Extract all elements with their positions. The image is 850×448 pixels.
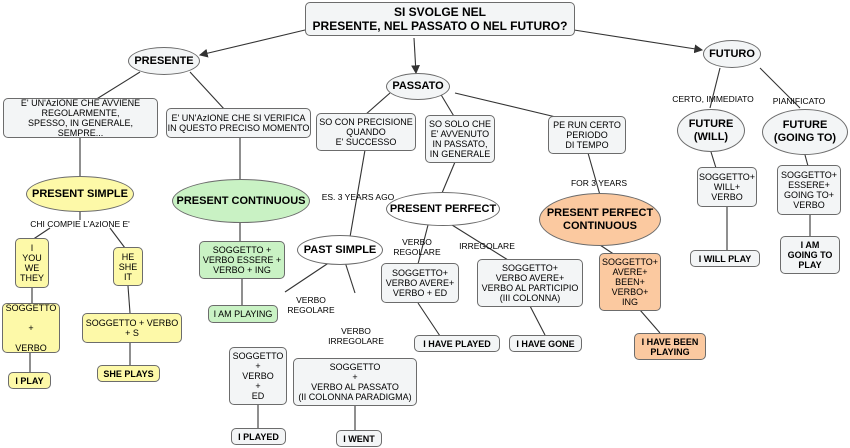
example-she-plays: SHE PLAYS bbox=[97, 365, 160, 382]
label-verbo-irregolare-past: VERBO IRREGOLARE bbox=[328, 326, 384, 346]
present-simple-node: PRESENT SIMPLE bbox=[26, 176, 134, 212]
title-node: SI SVOLGE NEL PRESENTE, NEL PASSATO O NE… bbox=[305, 2, 575, 36]
rule-present-perfect-irregular: SOGGETTO+ VERBO AVERE+ VERBO AL PARTICIP… bbox=[477, 259, 583, 307]
passato-definition-period: PE RUN CERTO PERIODO DI TEMPO bbox=[548, 116, 626, 154]
present-continuous-node: PRESENT CONTINUOUS bbox=[172, 179, 310, 223]
rule-present-continuous: SOGGETTO + VERBO ESSERE + VERBO + ING bbox=[199, 241, 285, 279]
example-i-play: I PLAY bbox=[8, 372, 51, 389]
rule-present-perfect-regular: SOGGETTO+ VERBO AVERE+ VERBO + ED bbox=[381, 263, 459, 303]
label-irregolare-perfect: IRREGOLARE bbox=[459, 241, 515, 251]
futuro-node: FUTURO bbox=[703, 40, 761, 68]
rule-past-simple-regular: SOGGETTO + VERBO + ED bbox=[229, 347, 287, 405]
rule-future-going-to: SOGGETTO+ ESSERE+ GOING TO+ VERBO bbox=[777, 165, 841, 215]
presente-definition-now: E' UN'AzIONE CHE SI VERIFICA IN QUESTO P… bbox=[166, 108, 311, 138]
example-i-have-been-playing: I HAVE BEEN PLAYING bbox=[634, 333, 706, 360]
example-i-am-playing: I AM PLAYING bbox=[208, 305, 278, 323]
label-pianificato: PIANIFICATO bbox=[772, 96, 826, 106]
example-i-went: I WENT bbox=[336, 430, 382, 447]
label-chi-compie: CHI COMPIE L'AzIONE E' bbox=[30, 219, 130, 229]
rule-present-perfect-continuous: SOGGETTO+ AVERE+ BEEN+ VERBO+ ING bbox=[599, 253, 661, 311]
example-i-have-played: I HAVE PLAYED bbox=[414, 335, 500, 352]
label-verbo-regolare-perfect: VERBO REGOLARE bbox=[393, 237, 441, 257]
past-simple-node: PAST SIMPLE bbox=[297, 235, 383, 265]
passato-node: PASSATO bbox=[386, 73, 450, 100]
label-certo-immediato: CERTO, IMMEDIATO bbox=[672, 94, 754, 104]
passato-definition-precise: SO CON PRECISIONE QUANDO E' SUCCESSO bbox=[316, 113, 416, 151]
rule-present-simple-s: SOGGETTO + VERBO + S bbox=[82, 313, 182, 343]
future-will-node: FUTURE (WILL) bbox=[677, 109, 745, 152]
present-perfect-continuous-node: PRESENT PERFECT CONTINUOUS bbox=[539, 193, 661, 246]
example-i-played: I PLAYED bbox=[231, 428, 286, 445]
example-i-am-going-to-play: I AM GOING TO PLAY bbox=[780, 236, 840, 274]
presente-node: PRESENTE bbox=[128, 47, 200, 75]
subjects-he-she-it: HE SHE IT bbox=[113, 247, 143, 286]
label-verbo-regolare-past: VERBO REGOLARE bbox=[287, 295, 335, 315]
rule-present-simple-base: SOGGETTO + VERBO bbox=[2, 303, 60, 353]
presente-definition-habitual: E' UN'AzIONE CHE AVVIENE REGOLARMENTE, S… bbox=[3, 98, 158, 138]
example-i-will-play: I WILL PLAY bbox=[690, 250, 760, 267]
rule-future-will: SOGGETTO+ WILL+ VERBO bbox=[697, 167, 757, 207]
subjects-i-you-we-they: I YOU WE THEY bbox=[15, 238, 49, 288]
rule-past-simple-irregular: SOGGETTO + VERBO AL PASSATO (II COLONNA … bbox=[293, 358, 417, 406]
label-for-3-years: FOR 3 YEARS bbox=[570, 178, 628, 188]
present-perfect-node: PRESENT PERFECT bbox=[386, 192, 500, 226]
passato-definition-general: SO SOLO CHE E' AVVENUTO IN PASSATO, IN G… bbox=[425, 115, 495, 163]
example-i-have-gone: I HAVE GONE bbox=[509, 335, 582, 352]
label-es-3-years-ago: ES. 3 YEARS AGO bbox=[321, 192, 395, 202]
future-going-to-node: FUTURE (GOING TO) bbox=[762, 109, 848, 155]
